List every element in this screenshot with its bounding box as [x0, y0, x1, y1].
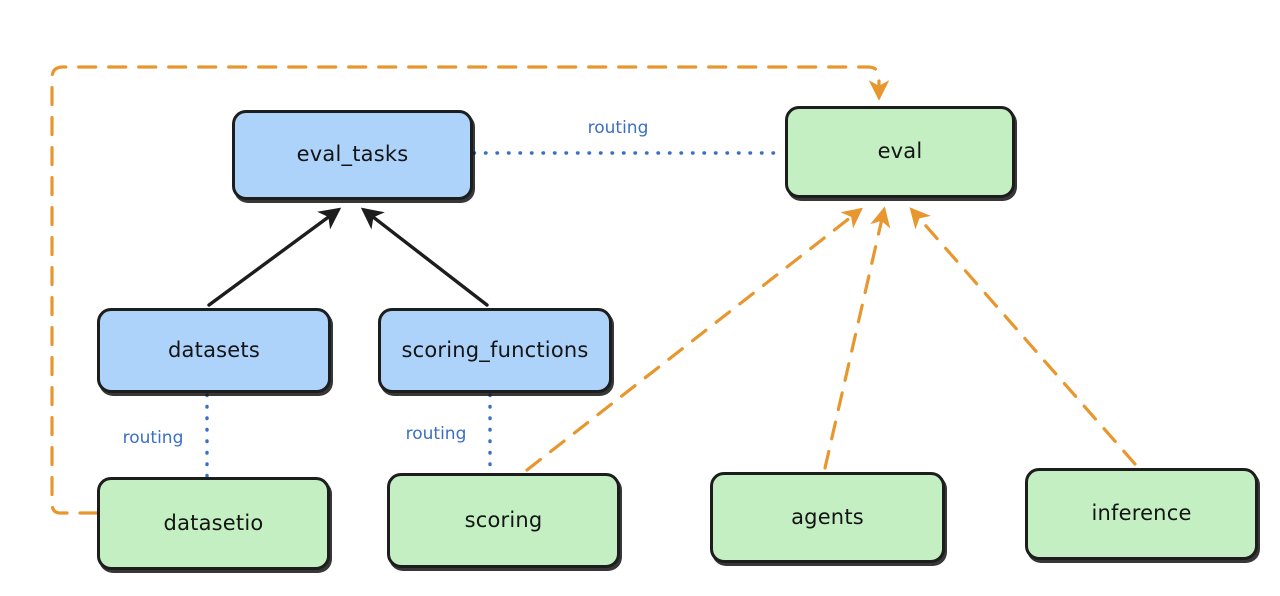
node-agents[interactable]: agents [710, 472, 945, 563]
node-label: datasets [168, 337, 260, 362]
node-label: datasetio [163, 510, 264, 535]
node-eval[interactable]: eval [785, 106, 1015, 198]
edge-label-routing-scoring: routing [405, 424, 467, 444]
edge-datasets-eval-tasks [207, 207, 342, 307]
edge-label-routing-datasetio: routing [122, 428, 184, 448]
edge-agents-eval [823, 206, 891, 470]
node-scoring[interactable]: scoring [387, 473, 620, 568]
node-scoring-functions[interactable]: scoring_functions [378, 308, 612, 393]
edge-datasetio-eval [50, 65, 890, 515]
node-label: eval_tasks [296, 142, 409, 167]
edge-inference-eval [909, 207, 1137, 466]
node-inference[interactable]: inference [1025, 468, 1258, 560]
node-label: scoring_functions [401, 337, 589, 362]
node-label: eval [877, 139, 923, 164]
edge-scoring-eval [525, 207, 863, 472]
node-datasetio[interactable]: datasetio [97, 477, 330, 570]
edge-label-routing-eval: routing [587, 118, 649, 138]
node-datasets[interactable]: datasets [97, 308, 331, 393]
node-label: agents [791, 504, 864, 529]
node-eval-tasks[interactable]: eval_tasks [232, 110, 473, 200]
node-label: inference [1091, 501, 1192, 526]
edge-scoring-functions-eval-tasks [360, 207, 489, 307]
node-label: scoring [464, 507, 543, 532]
